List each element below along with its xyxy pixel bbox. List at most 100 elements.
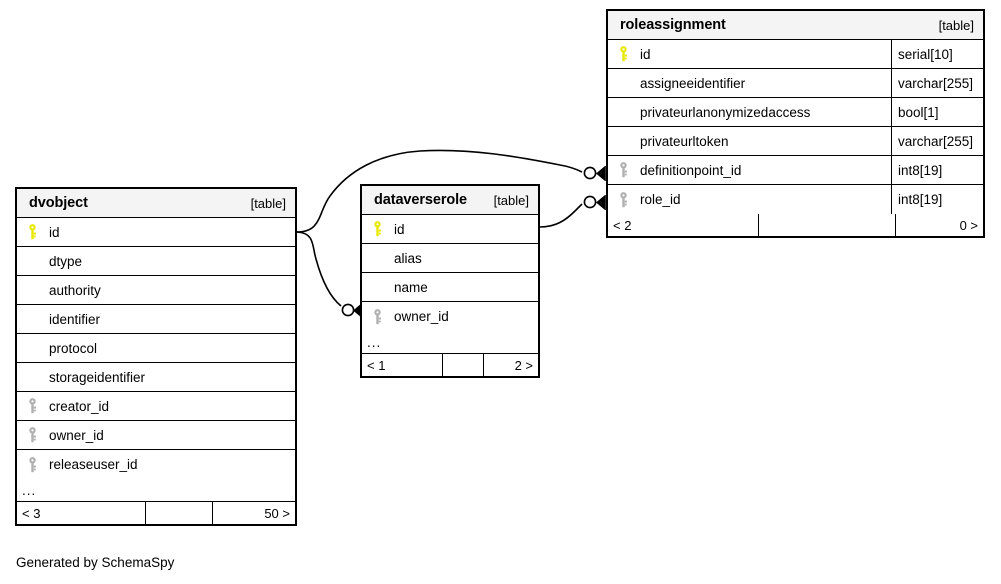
relationship-dataverserole-roleassignment-role	[539, 195, 607, 228]
table-row[interactable]: id	[362, 215, 538, 244]
column-name-cell: owner_id	[17, 421, 295, 449]
footer-middle	[442, 354, 483, 376]
column-name: alias	[394, 250, 422, 266]
column-type: varchar[255]	[891, 127, 983, 155]
column-name: creator_id	[49, 398, 110, 414]
table-row[interactable]: privateurlanonymizedaccess bool[1]	[608, 98, 983, 127]
more-columns-indicator: ...	[362, 331, 538, 354]
foreign-key-icon	[368, 308, 386, 325]
column-name: storageidentifier	[49, 369, 146, 385]
footer-middle	[145, 502, 212, 524]
column-name-cell: definitionpoint_id	[608, 156, 891, 184]
column-name: privateurltoken	[640, 133, 729, 149]
foreign-key-icon	[23, 456, 41, 473]
table-row[interactable]: alias	[362, 244, 538, 273]
table-row[interactable]: storageidentifier	[17, 363, 295, 392]
table-row[interactable]: id serial[10]	[608, 40, 983, 69]
table-title: dataverserole	[374, 192, 468, 208]
column-name-cell: releaseuser_id	[17, 450, 295, 479]
column-name: owner_id	[49, 427, 104, 443]
table-row[interactable]: creator_id	[17, 392, 295, 421]
table-kind-label: [table]	[493, 192, 529, 208]
er-table-dvobject[interactable]: dvobject [table] id dtype authority identif…	[15, 187, 297, 526]
column-name-cell: privateurltoken	[608, 127, 891, 155]
column-type: bool[1]	[891, 98, 983, 126]
table-row[interactable]: identifier	[17, 305, 295, 334]
foreign-key-icon	[614, 162, 632, 178]
column-name-cell: identifier	[17, 305, 295, 333]
column-name: assigneeidentifier	[640, 75, 746, 91]
column-name-cell: owner_id	[362, 302, 538, 331]
column-name-cell: storageidentifier	[17, 363, 295, 391]
column-name: privateurlanonymizedaccess	[640, 104, 811, 120]
column-name-cell: authority	[17, 276, 295, 304]
table-row[interactable]: releaseuser_id	[17, 450, 295, 479]
table-row[interactable]: protocol	[17, 334, 295, 363]
table-footer-dvobject: < 3 50 >	[17, 502, 295, 524]
column-name: identifier	[49, 311, 101, 327]
foreign-key-icon	[23, 398, 41, 414]
column-list-dataverserole: id alias name owner_id	[362, 215, 538, 331]
table-footer-dataverserole: < 1 2 >	[362, 354, 538, 376]
column-name: authority	[49, 282, 101, 298]
column-name-cell: name	[362, 273, 538, 301]
foreign-key-icon	[614, 191, 632, 208]
table-row[interactable]: authority	[17, 276, 295, 305]
footer-parents-count[interactable]: < 3	[22, 505, 41, 521]
table-title: dvobject	[29, 195, 88, 211]
primary-key-icon	[23, 224, 41, 240]
column-name: owner_id	[394, 309, 449, 324]
column-name: dtype	[49, 253, 83, 269]
table-row[interactable]: id	[17, 218, 295, 247]
column-name-cell: id	[17, 218, 295, 246]
footer-children-count[interactable]: 0 >	[895, 214, 983, 236]
column-name: id	[394, 221, 405, 237]
primary-key-icon	[614, 46, 632, 62]
table-header-roleassignment: roleassignment [table]	[608, 11, 983, 40]
footer-children-count[interactable]: 2 >	[483, 354, 538, 376]
column-name-cell: privateurlanonymizedaccess	[608, 98, 891, 126]
column-name: id	[640, 46, 651, 62]
footer-children-count[interactable]: 50 >	[212, 502, 295, 524]
table-row[interactable]: dtype	[17, 247, 295, 276]
footer-middle	[758, 214, 895, 236]
column-name: releaseuser_id	[49, 457, 138, 472]
table-header-dvobject: dvobject [table]	[17, 189, 295, 218]
relationship-dvobject-dataverserole-owner	[296, 231, 364, 318]
table-row[interactable]: privateurltoken varchar[255]	[608, 127, 983, 156]
schemaspy-credit: Generated by SchemaSpy	[16, 555, 175, 570]
table-row[interactable]: owner_id	[17, 421, 295, 450]
primary-key-icon	[368, 221, 386, 237]
table-kind-label: [table]	[938, 17, 974, 33]
table-row[interactable]: assigneeidentifier varchar[255]	[608, 69, 983, 98]
column-name-cell: id	[362, 215, 538, 243]
column-name-cell: creator_id	[17, 392, 295, 420]
table-row[interactable]: name	[362, 273, 538, 302]
table-title: roleassignment	[620, 17, 726, 33]
column-type: serial[10]	[891, 40, 983, 68]
er-table-dataverserole[interactable]: dataverserole [table] id alias name owner_i…	[360, 184, 540, 378]
column-name: id	[49, 224, 60, 240]
table-header-dataverserole: dataverserole [table]	[362, 186, 538, 215]
table-row[interactable]: owner_id	[362, 302, 538, 331]
column-name: definitionpoint_id	[640, 162, 742, 178]
table-kind-label: [table]	[250, 195, 286, 211]
column-type: int8[19]	[891, 185, 983, 214]
column-name-cell: dtype	[17, 247, 295, 275]
column-name-cell: id	[608, 40, 891, 68]
column-name: name	[394, 279, 428, 295]
footer-parents-count[interactable]: < 1	[367, 357, 386, 373]
footer-parents-count[interactable]: < 2	[613, 217, 632, 233]
column-name-cell: role_id	[608, 185, 891, 214]
column-name-cell: protocol	[17, 334, 295, 362]
column-type: varchar[255]	[891, 69, 983, 97]
table-footer-roleassignment: < 2 0 >	[608, 214, 983, 236]
column-name-cell: assigneeidentifier	[608, 69, 891, 97]
column-name: protocol	[49, 340, 98, 356]
column-list-dvobject: id dtype authority identifier protocol storag…	[17, 218, 295, 479]
foreign-key-icon	[23, 427, 41, 443]
column-name-cell: alias	[362, 244, 538, 272]
